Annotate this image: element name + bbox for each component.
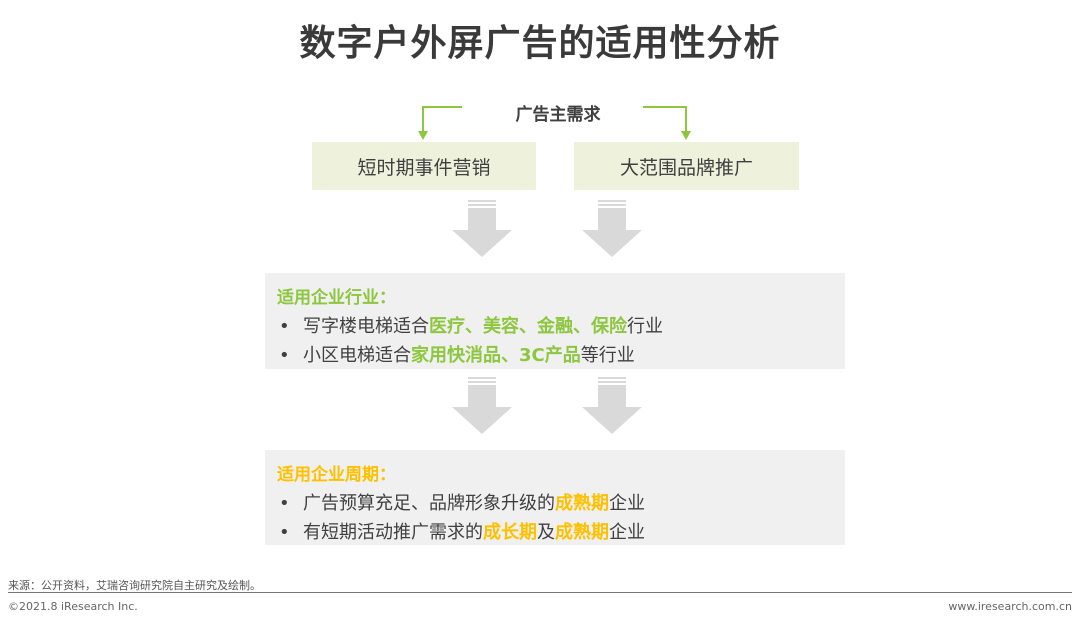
text: 写字楼电梯适合 bbox=[303, 316, 429, 337]
industry-list: • 写字楼电梯适合医疗、美容、金融、保险行业 • 小区电梯适合家用快消品、3C产品等行… bbox=[277, 312, 833, 370]
need-box-brand-promotion: 大范围品牌推广 bbox=[574, 142, 799, 190]
text: 及 bbox=[537, 522, 555, 543]
list-item: • 写字楼电梯适合医疗、美容、金融、保险行业 bbox=[277, 312, 833, 341]
text: 有短期活动推广需求的 bbox=[303, 522, 483, 543]
footer-divider bbox=[8, 592, 1072, 593]
list-item: • 广告预算充足、品牌形象升级的成熟期企业 bbox=[277, 489, 833, 518]
down-arrow-icon bbox=[582, 377, 642, 434]
cycle-list: • 广告预算充足、品牌形象升级的成熟期企业 • 有短期活动推广需求的成长期及成熟期企业 bbox=[277, 489, 833, 547]
list-item: • 有短期活动推广需求的成长期及成熟期企业 bbox=[277, 518, 833, 547]
text: 企业 bbox=[609, 522, 645, 543]
highlight-text: 家用快消品、3C产品 bbox=[411, 345, 581, 366]
text: 等行业 bbox=[580, 345, 635, 366]
need-box-short-term: 短时期事件营销 bbox=[312, 142, 536, 190]
highlight-text: 成熟期 bbox=[555, 493, 609, 514]
cycle-heading: 适用企业周期： bbox=[277, 465, 396, 485]
bullet: • bbox=[279, 522, 290, 543]
cycle-panel: 适用企业周期： •广告预算充足、品牌形象升级的成熟期企业•有短期活动推广需求的成… bbox=[265, 450, 845, 545]
bullet: • bbox=[279, 493, 290, 514]
industry-panel: 适用企业行业： • 写字楼电梯适合医疗、美容、金融、保险行业 • 小区电梯适合家用快消… bbox=[265, 273, 845, 369]
green-connector-left bbox=[422, 106, 462, 132]
demand-label: 广告主需求 bbox=[515, 105, 601, 125]
down-arrow-icon bbox=[582, 200, 642, 257]
page-title: 数字户外屏广告的适用性分析 bbox=[299, 23, 781, 64]
text: 广告预算充足、品牌形象升级的 bbox=[303, 493, 555, 514]
bullet: • bbox=[279, 345, 290, 366]
list-item: • 小区电梯适合家用快消品、3C产品等行业 bbox=[277, 341, 833, 370]
text: 企业 bbox=[609, 493, 645, 514]
green-arrowhead-left bbox=[418, 131, 428, 140]
down-arrow-icon bbox=[452, 200, 512, 257]
source-note: 来源：公开资料，艾瑞咨询研究院自主研究及绘制。 bbox=[8, 579, 261, 592]
text: 小区电梯适合 bbox=[303, 345, 411, 366]
text: 行业 bbox=[627, 316, 663, 337]
green-arrowhead-right bbox=[681, 131, 691, 140]
industry-heading: 适用企业行业： bbox=[277, 288, 396, 308]
highlight-text: 成熟期 bbox=[555, 522, 609, 543]
down-arrow-icon bbox=[452, 377, 512, 434]
green-connector-right bbox=[643, 106, 687, 132]
copyright: ©2021.8 iResearch Inc. bbox=[8, 600, 138, 613]
bullet: • bbox=[279, 316, 290, 337]
highlight-text: 医疗、美容、金融、保险 bbox=[429, 316, 627, 337]
highlight-text: 成长期 bbox=[483, 522, 537, 543]
website: www.iresearch.com.cn bbox=[948, 600, 1072, 613]
